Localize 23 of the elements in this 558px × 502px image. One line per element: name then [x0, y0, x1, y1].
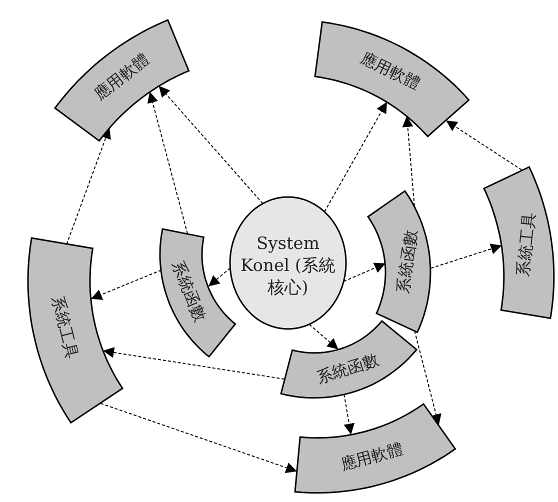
arrow: [66, 127, 111, 245]
box-label: 應用軟體: [90, 50, 154, 106]
arrow: [100, 402, 298, 473]
box-label: 系統函數: [314, 350, 382, 390]
box-label: 系統工具: [47, 294, 82, 362]
box-label: 系統函數: [167, 258, 210, 326]
box-label: 系統函數: [393, 228, 422, 296]
arrow: [344, 394, 355, 436]
circle-label: System Konel (系統核心): [240, 233, 336, 299]
box-label: 系統工具: [513, 212, 540, 278]
arrow: [158, 85, 264, 204]
box-label: 應用軟體: [356, 48, 424, 96]
arrow: [343, 262, 386, 282]
arrow: [414, 330, 442, 426]
box-label: 應用軟體: [338, 440, 406, 476]
arrow: [308, 324, 339, 350]
arrow: [324, 101, 388, 212]
arrow: [90, 270, 162, 300]
arrow: [208, 268, 231, 287]
arrow: [402, 116, 415, 206]
arrow: [430, 244, 502, 269]
arrow: [102, 347, 285, 380]
arrow: [147, 91, 188, 234]
